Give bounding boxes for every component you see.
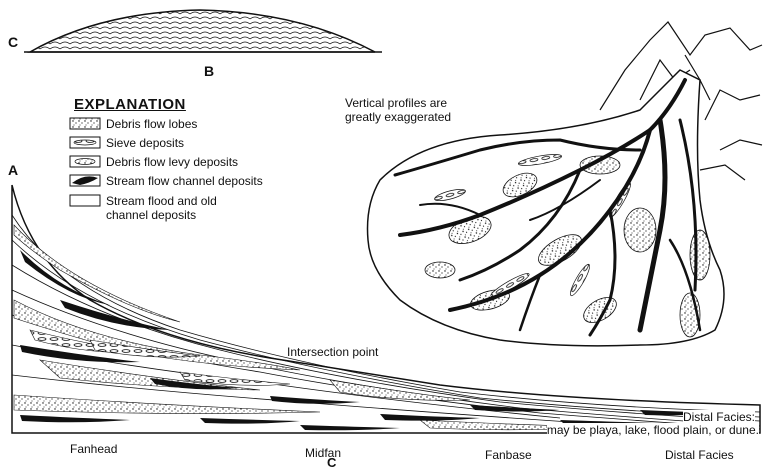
fan-map-note-line2: greatly exaggerated: [345, 110, 451, 124]
section-b-label: B: [204, 63, 214, 79]
zone-label-fanbase: Fanbase: [485, 448, 532, 462]
legend-label-levy-deposits: Debris flow levy deposits: [106, 155, 238, 169]
distal-facies-note-line1: Distal Facies:: [683, 410, 755, 424]
distal-facies-note-line2: may be playa, lake, flood plain, or dune…: [547, 423, 759, 437]
zone-label-fanhead: Fanhead: [70, 442, 117, 456]
legend-swatches: [70, 118, 100, 206]
fan-map-note-line1: Vertical profiles are: [345, 96, 447, 110]
explanation-title: EXPLANATION: [74, 96, 186, 113]
section-c-label: C: [8, 34, 18, 50]
legend-label-sieve-deposits: Sieve deposits: [106, 136, 184, 150]
section-c-b-lens: [24, 10, 382, 52]
legend-label-stream-flood: Stream flood and old: [106, 194, 217, 208]
section-c-bottom-label: C: [327, 455, 336, 470]
section-a-label: A: [8, 162, 18, 178]
legend-label-stream-flood-line2: channel deposits: [106, 208, 196, 222]
legend-label-debris-flow-lobes: Debris flow lobes: [106, 117, 197, 131]
zone-label-distal-facies: Distal Facies: [665, 448, 734, 462]
intersection-point-label: Intersection point: [287, 345, 378, 359]
legend-label-stream-channel: Stream flow channel deposits: [106, 174, 263, 188]
